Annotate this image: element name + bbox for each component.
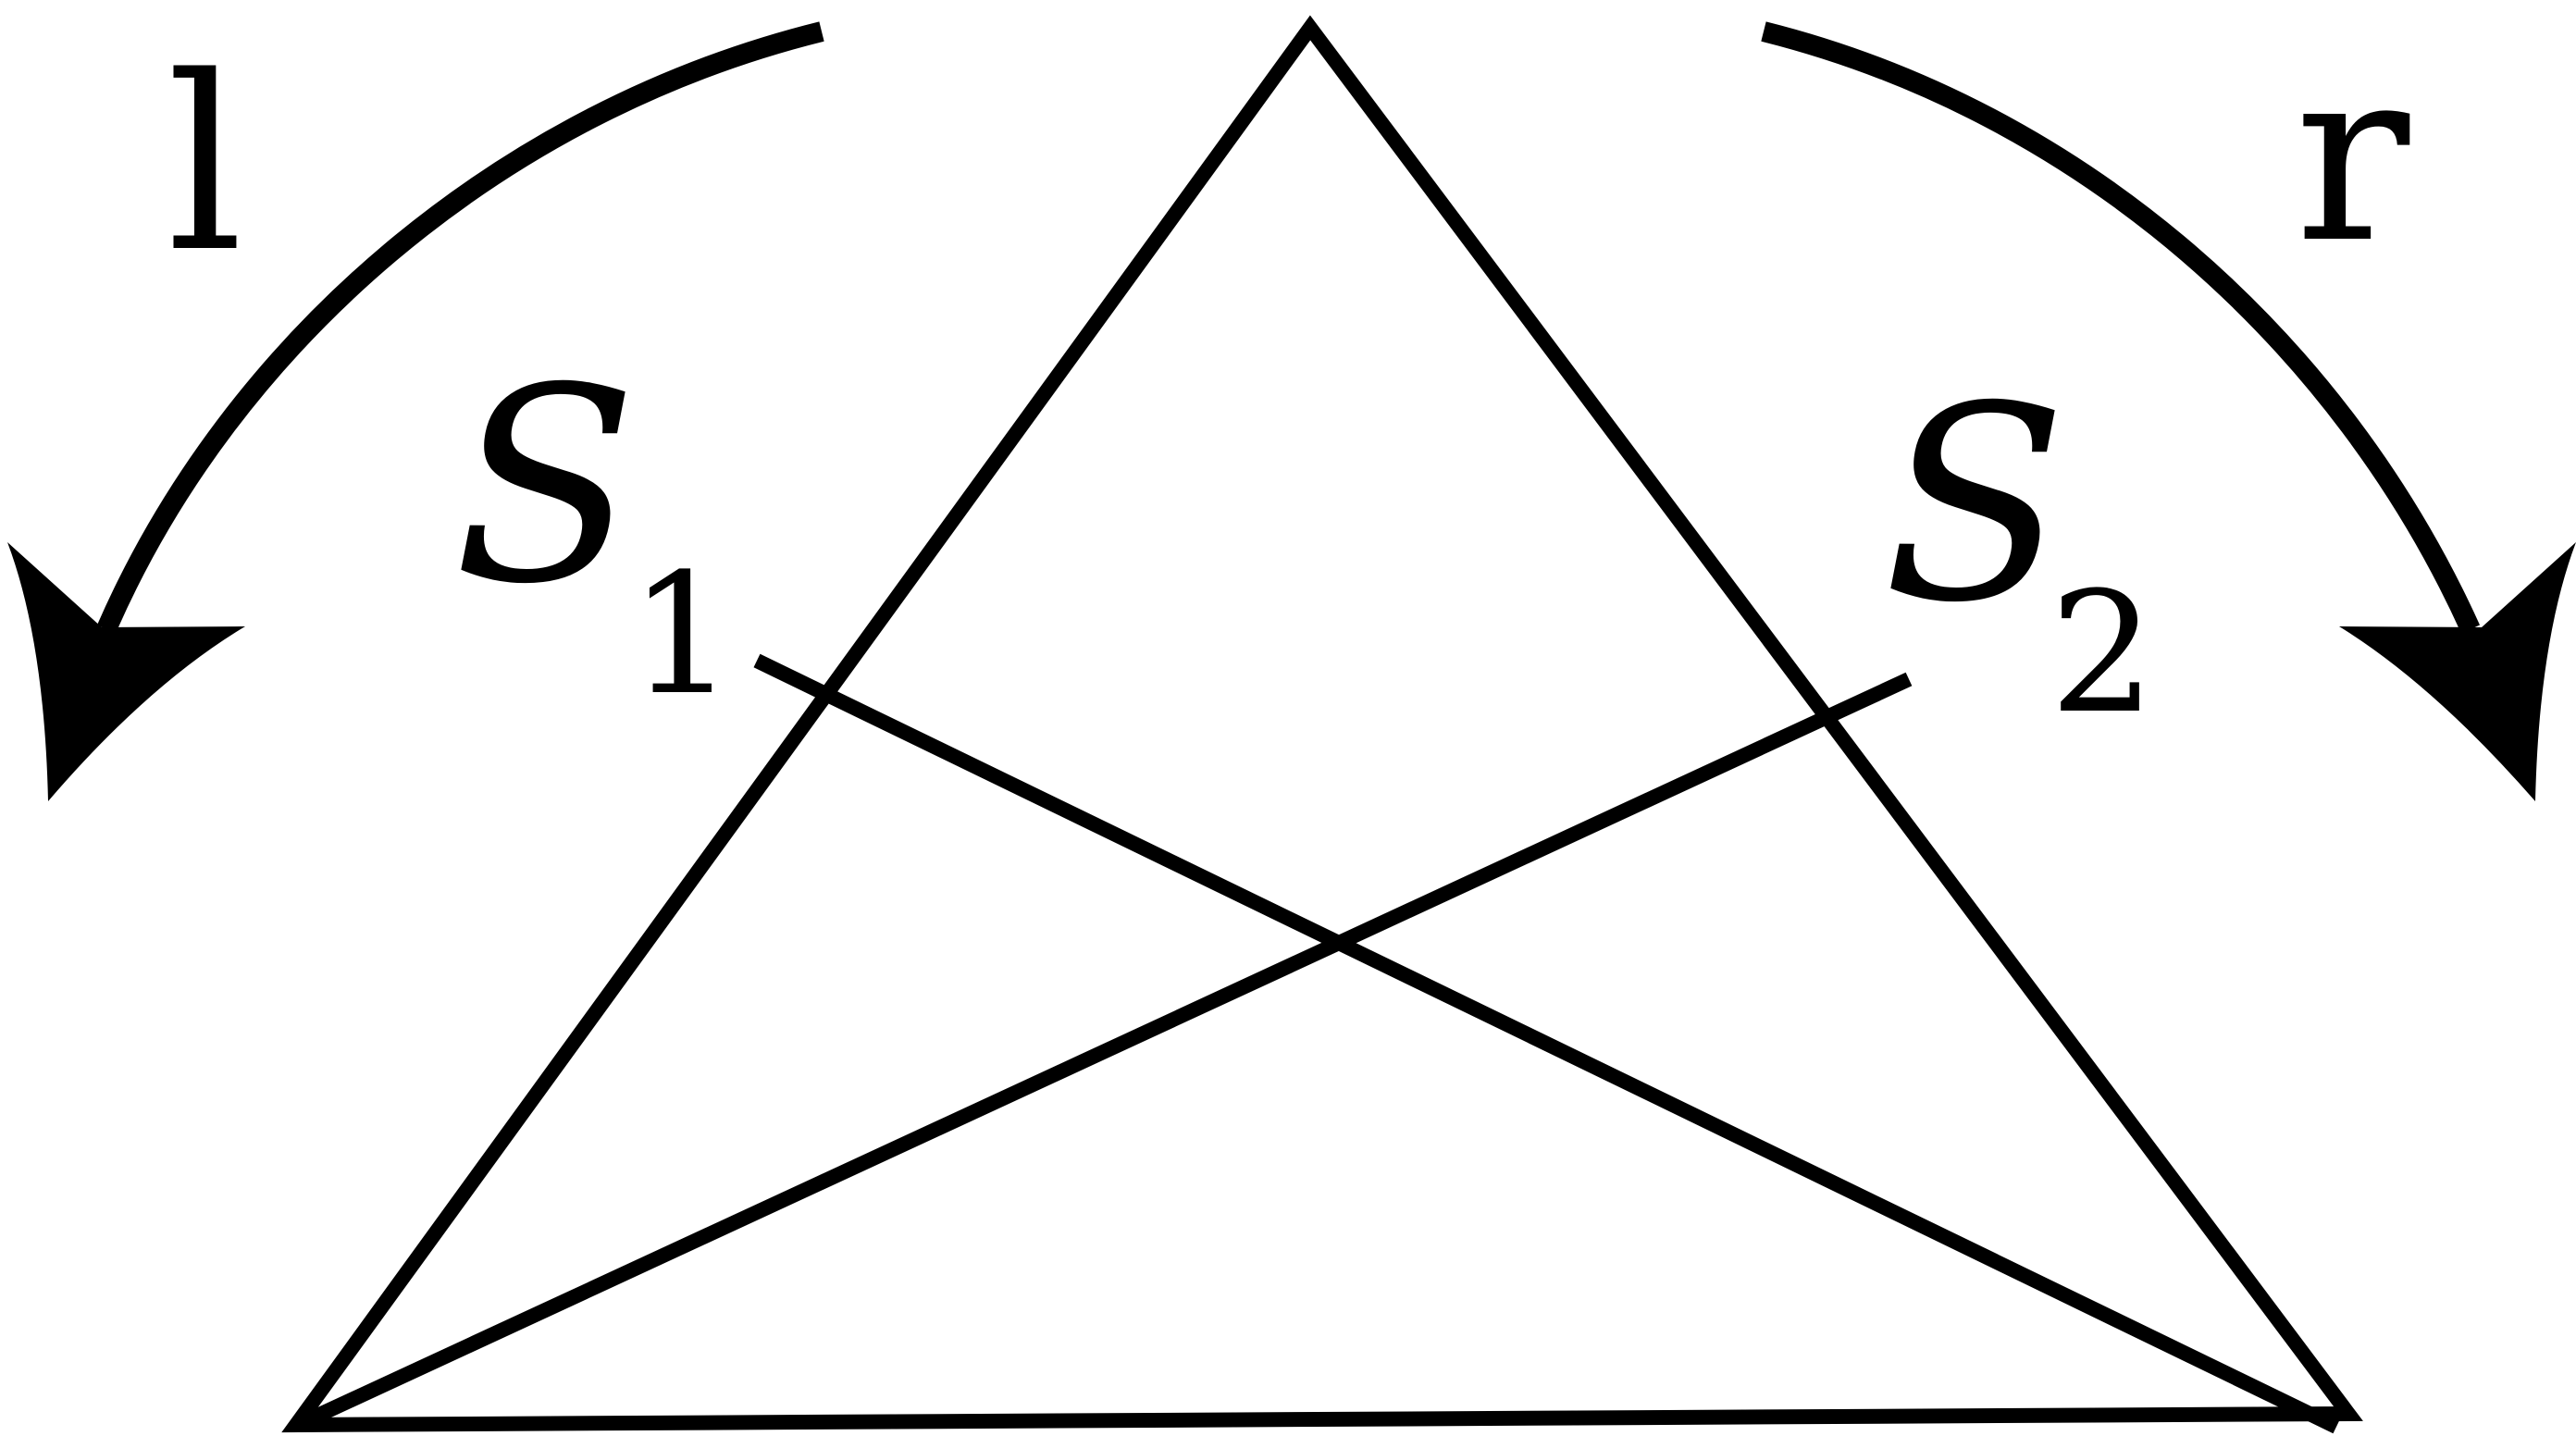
left-rotation-label: l xyxy=(167,26,243,305)
right-rotation-arrowhead-icon xyxy=(2339,542,2576,801)
left-rotation-arrow-arc xyxy=(96,21,824,634)
right-rotation-label: r xyxy=(2295,17,2411,296)
main-triangle xyxy=(281,15,2363,1433)
line-s2 xyxy=(302,672,1913,1429)
line-s1 xyxy=(753,653,2340,1434)
s2-label: S xyxy=(1883,350,2067,662)
s2-subscript: 2 xyxy=(2050,557,2156,750)
s1-subscript: 1 xyxy=(629,538,736,732)
s1-label: S xyxy=(453,331,638,643)
right-rotation-arrow-arc xyxy=(1761,21,2481,634)
left-rotation-arrowhead-icon xyxy=(7,542,245,801)
